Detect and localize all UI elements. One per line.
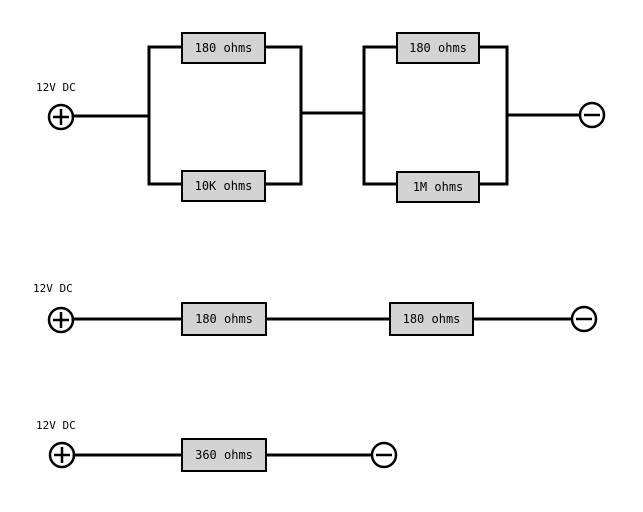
resistor-label: 180 ohms bbox=[403, 312, 461, 326]
source-label-1: 12V DC bbox=[36, 81, 76, 94]
circuit-3: 12V DC 360 ohms bbox=[36, 419, 398, 472]
resistor: 10K ohms bbox=[181, 170, 266, 202]
circuit-1: 12V DC 180 ohms 10K ohms bbox=[36, 32, 606, 203]
negative-terminal-icon bbox=[578, 101, 606, 129]
resistor: 180 ohms bbox=[396, 32, 480, 64]
resistor: 1M ohms bbox=[396, 171, 480, 203]
positive-terminal-icon bbox=[48, 441, 76, 469]
resistor: 180 ohms bbox=[181, 302, 267, 336]
circuit-2: 12V DC 180 ohms 180 ohms bbox=[33, 282, 598, 336]
resistor-label: 1M ohms bbox=[413, 180, 464, 194]
resistor: 360 ohms bbox=[181, 438, 267, 472]
resistor-label: 360 ohms bbox=[195, 448, 253, 462]
positive-terminal-icon bbox=[47, 306, 75, 334]
positive-terminal-icon bbox=[47, 103, 75, 131]
resistor-label: 180 ohms bbox=[195, 312, 253, 326]
resistor: 180 ohms bbox=[181, 32, 266, 64]
resistor-label: 180 ohms bbox=[195, 41, 253, 55]
resistor-label: 10K ohms bbox=[195, 179, 253, 193]
source-label-3: 12V DC bbox=[36, 419, 76, 432]
negative-terminal-icon bbox=[570, 305, 598, 333]
resistor: 180 ohms bbox=[389, 302, 474, 336]
negative-terminal-icon bbox=[370, 441, 398, 469]
source-label-2: 12V DC bbox=[33, 282, 73, 295]
resistor-label: 180 ohms bbox=[409, 41, 467, 55]
